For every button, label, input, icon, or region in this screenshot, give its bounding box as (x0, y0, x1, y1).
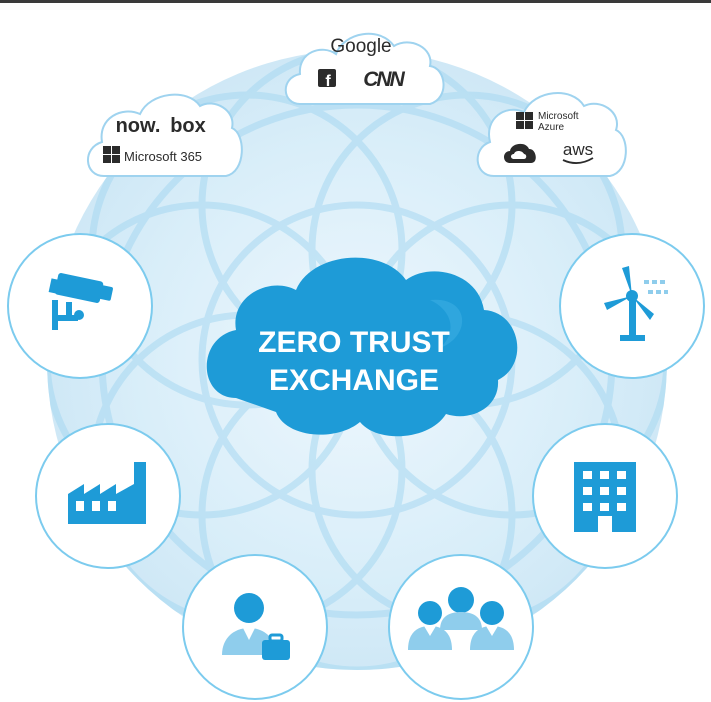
wind-turbine-icon (604, 266, 668, 341)
node-circle-camera (7, 233, 153, 379)
facebook-icon: f (318, 69, 336, 90)
remote-worker-icon (222, 593, 290, 660)
microsoft365-label: Microsoft 365 (124, 149, 202, 164)
servicenow-logo: now. (116, 115, 161, 137)
google-logo: Google (330, 36, 391, 57)
factory-icon (68, 462, 146, 524)
aws-logo: aws (563, 140, 593, 159)
microsoft-label: Microsoft (538, 111, 579, 122)
cloud-google-facebook-cnn: Google f CNN (284, 32, 445, 105)
node-circle-remote-worker (182, 554, 328, 700)
zero-trust-exchange-cloud: ZERO TRUST EXCHANGE (206, 257, 518, 437)
users-group-icon (408, 587, 514, 650)
google-cloud-icon (504, 143, 536, 163)
office-building-icon (574, 462, 636, 532)
center-title-line1: ZERO TRUST (258, 326, 450, 359)
cloud-azure-gcp-aws: Microsoft Azure aws (476, 92, 627, 177)
aws-smile-icon (562, 157, 594, 164)
cnn-logo: CNN (363, 68, 405, 91)
center-title-line2: EXCHANGE (269, 364, 439, 397)
security-camera-icon (48, 273, 113, 330)
microsoft-windows-icon (516, 112, 533, 129)
cloud-now-box-microsoft365: now. box Microsoft 365 (87, 93, 243, 177)
microsoft-windows-icon (103, 146, 120, 163)
box-logo: box (170, 115, 206, 137)
svg-text:f: f (325, 73, 331, 90)
azure-label: Azure (538, 122, 565, 133)
top-border (0, 0, 711, 3)
